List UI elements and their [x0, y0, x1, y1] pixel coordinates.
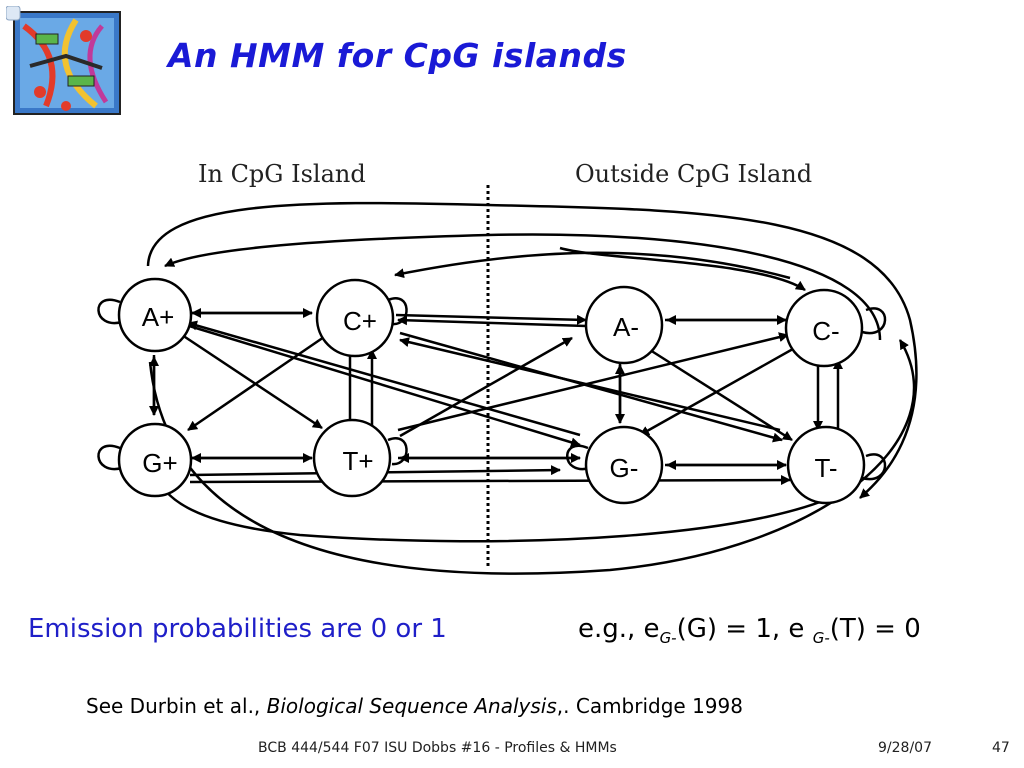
- transition-arrows: [146, 201, 918, 575]
- state-node: T-: [786, 425, 866, 505]
- example-prefix: e.g., e: [578, 614, 660, 644]
- emission-note: Emission probabilities are 0 or 1: [28, 614, 447, 644]
- slide-title: An HMM for CpG islands: [168, 36, 627, 75]
- state-label: T+: [342, 446, 373, 476]
- state-label: T-: [814, 453, 837, 483]
- state-node: G+: [117, 422, 193, 498]
- state-label: A-: [613, 312, 639, 342]
- emission-example: e.g., eG-(G) = 1, e G-(T) = 0: [578, 614, 921, 647]
- reference-citation: See Durbin et al., Biological Sequence A…: [86, 694, 743, 718]
- example-subscript-2: G-: [812, 629, 830, 648]
- hmm-diagram: In CpG Island Outside CpG Island: [97, 160, 918, 575]
- footer-course: BCB 444/544 F07 ISU Dobbs #16 - Profiles…: [258, 740, 617, 756]
- reference-before: See Durbin et al.,: [86, 694, 267, 718]
- footer-date: 9/28/07: [878, 740, 932, 756]
- state-label: G+: [142, 448, 177, 478]
- state-node: A+: [117, 277, 193, 353]
- state-node: T+: [312, 418, 392, 498]
- example-suffix: (T) = 0: [829, 614, 921, 644]
- region-label-out: Outside CpG Island: [575, 160, 812, 188]
- state-label: G-: [610, 453, 639, 483]
- example-middle: (G) = 1, e: [676, 614, 813, 644]
- region-label-in: In CpG Island: [198, 160, 366, 188]
- footer-page-number: 47: [992, 740, 1010, 756]
- dna-clipart-icon: [6, 6, 121, 115]
- example-subscript-1: G-: [659, 629, 677, 648]
- state-label: A+: [142, 302, 175, 332]
- reference-book-title: Biological Sequence Analysis: [266, 694, 557, 718]
- self-loops: [97, 297, 887, 481]
- state-node: A-: [584, 285, 664, 365]
- state-label: C-: [812, 316, 839, 346]
- state-label: C+: [343, 306, 377, 336]
- reference-after: ,. Cambridge 1998: [556, 694, 743, 718]
- state-node: C+: [315, 278, 395, 358]
- state-node: C-: [784, 288, 864, 368]
- state-node: G-: [584, 425, 664, 505]
